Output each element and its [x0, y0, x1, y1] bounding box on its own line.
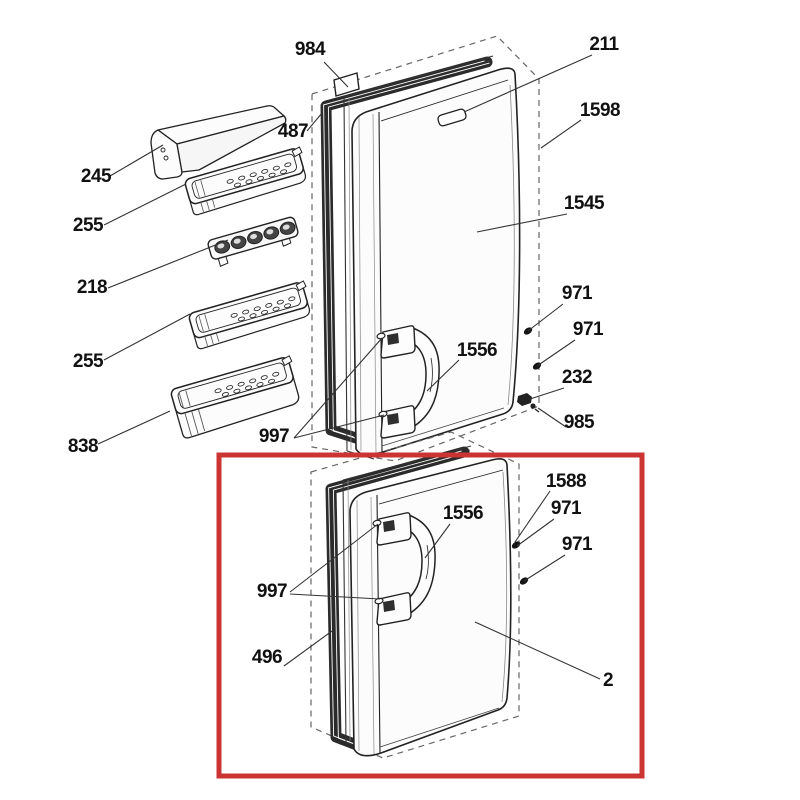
part-label-1588: 1588 [546, 471, 586, 492]
part-label-487: 487 [278, 121, 308, 142]
part-label-984: 984 [295, 39, 326, 60]
large-door-bin-838 [170, 355, 300, 439]
lower-door-panel [349, 458, 512, 757]
part-label-1556b: 1556 [443, 503, 483, 524]
part-labels: 984 211 1598 487 245 255 1545 218 971 97… [68, 34, 621, 691]
highlight-box [216, 452, 645, 779]
part-label-1545: 1545 [564, 193, 605, 214]
leader-lines [97, 54, 601, 680]
part-label-997b: 997 [257, 581, 287, 602]
part-label-255a: 255 [73, 215, 104, 236]
part-label-1556a: 1556 [457, 340, 497, 361]
upper-door-handle [380, 325, 440, 439]
shelf-cover-245 [150, 105, 287, 180]
lower-dashed-outline [310, 431, 520, 759]
part-label-496: 496 [252, 647, 282, 668]
upper-door-assembly [311, 35, 542, 462]
part-label-211: 211 [589, 34, 619, 55]
hinge-bracket [517, 393, 540, 413]
part-label-971a: 971 [562, 283, 593, 304]
upper-liner [343, 55, 494, 460]
door-badge [437, 108, 467, 127]
part-label-245: 245 [81, 166, 112, 187]
part-label-985: 985 [564, 412, 595, 433]
part-label-218: 218 [77, 277, 107, 298]
part-label-997a: 997 [259, 426, 289, 447]
upper-dashed-outline [311, 35, 540, 462]
lower-door-assembly [310, 431, 529, 759]
part-label-971d: 971 [562, 534, 593, 555]
door-bin-shelf-255b [187, 279, 316, 351]
lower-gasket [325, 446, 470, 753]
part-label-2: 2 [603, 670, 613, 691]
part-label-255b: 255 [73, 351, 104, 372]
part-label-971b: 971 [573, 319, 604, 340]
egg-tray [207, 216, 299, 267]
part-label-232: 232 [562, 367, 592, 388]
part-label-1598: 1598 [580, 100, 620, 121]
upper-door-panel [351, 67, 521, 456]
part-label-838: 838 [68, 436, 98, 457]
part-label-971c: 971 [551, 498, 582, 519]
